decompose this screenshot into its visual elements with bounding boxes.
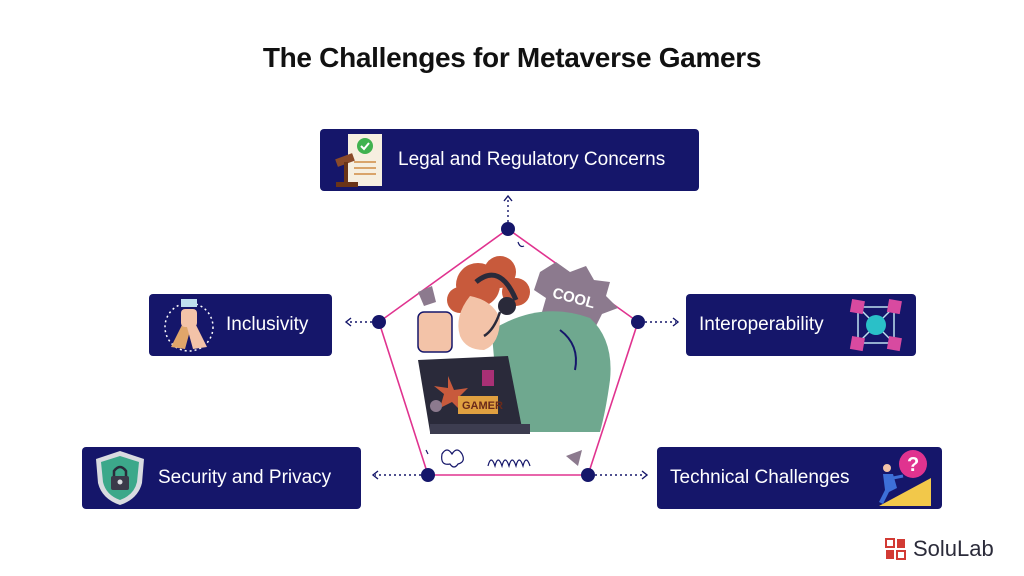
challenge-technical-label: Technical Challenges bbox=[670, 467, 850, 489]
node-right bbox=[631, 315, 645, 329]
node-top bbox=[501, 222, 515, 236]
gamer-illustration: COOL GAMER bbox=[418, 242, 618, 467]
arrowhead-technical bbox=[642, 471, 647, 479]
challenge-interoperability-label: Interoperability bbox=[699, 314, 824, 336]
challenge-technical-box: Technical Challenges ? bbox=[657, 447, 942, 509]
challenge-security-label: Security and Privacy bbox=[158, 467, 331, 489]
challenge-inclusivity-box: Inclusivity bbox=[149, 294, 332, 356]
node-bottom-left bbox=[421, 468, 435, 482]
challenge-inclusivity-label: Inclusivity bbox=[226, 314, 308, 336]
svg-text:?: ? bbox=[907, 454, 919, 476]
solulab-logo: SoluLab bbox=[885, 536, 994, 562]
challenge-legal-box: Legal and Regulatory Concerns bbox=[320, 129, 699, 191]
challenge-security-box: Security and Privacy bbox=[82, 447, 361, 509]
node-bottom-right bbox=[581, 468, 595, 482]
challenge-interoperability-box: Interoperability bbox=[686, 294, 916, 356]
hands-together-icon bbox=[161, 295, 217, 355]
node-left bbox=[372, 315, 386, 329]
security-shield-lock-icon bbox=[94, 449, 146, 507]
solulab-logo-text: SoluLab bbox=[913, 536, 994, 562]
gamer-sticker-text: GAMER bbox=[462, 400, 503, 412]
gamer-hand bbox=[418, 312, 452, 352]
laptop bbox=[418, 356, 522, 432]
solulab-logo-icon bbox=[885, 537, 907, 561]
gavel-document-icon bbox=[334, 130, 390, 190]
gamer-face bbox=[458, 296, 500, 350]
challenge-legal-label: Legal and Regulatory Concerns bbox=[398, 149, 665, 171]
network-nodes-icon bbox=[848, 297, 904, 353]
uphill-question-icon: ? bbox=[873, 448, 935, 508]
